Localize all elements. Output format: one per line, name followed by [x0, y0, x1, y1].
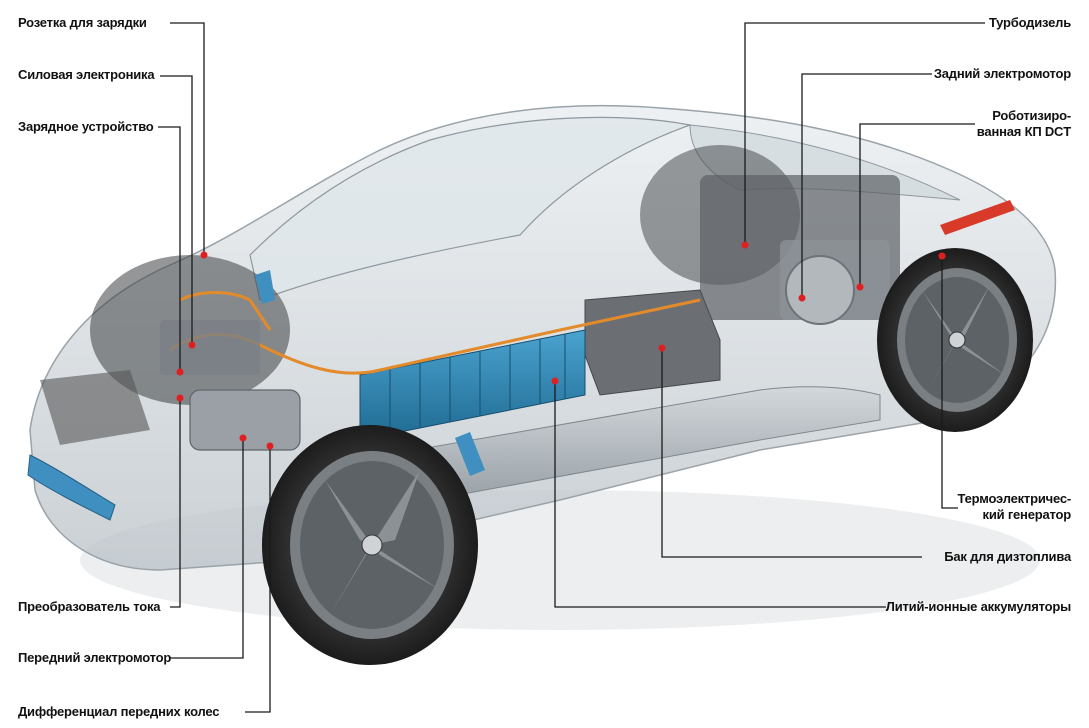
label-li-ion-batteries: Литий-ионные аккумуляторы [885, 599, 1071, 614]
label-power-electronics: Силовая электроника [18, 67, 155, 82]
label-charger: Зарядное устройство [18, 119, 154, 134]
label-current-converter: Преобразователь тока [18, 599, 161, 614]
label-front-motor: Передний электромотор [18, 650, 172, 665]
rear-motor-housing [785, 255, 855, 325]
rear-wheel [877, 248, 1033, 432]
marker-teg [938, 252, 946, 260]
marker-charging-socket [200, 251, 208, 259]
label-turbodiesel: Турбодизель [988, 15, 1071, 30]
mirror-marker [255, 270, 275, 304]
leader-li-ion [554, 381, 886, 608]
label-rear-motor: Задний электромотор [933, 66, 1071, 81]
label-dct-line1: Роботизиро- [992, 108, 1071, 123]
leader-rear-motor [801, 73, 932, 298]
marker-turbodiesel [741, 241, 749, 249]
rear-light-strip [940, 200, 1015, 235]
leader-front-differential [245, 446, 271, 713]
power-electronics-box [160, 320, 260, 375]
marker-front-differential [266, 442, 274, 450]
leader-charger [158, 126, 181, 372]
leader-diesel-tank [661, 348, 922, 558]
label-charging-socket: Розетка для зарядки [18, 15, 147, 30]
diesel-tank-shape [584, 289, 721, 396]
hv-cabling-front [179, 291, 272, 331]
label-teg-line1: Термоэлектричес- [957, 491, 1072, 506]
marker-front-motor [239, 434, 247, 442]
leader-charging-socket [170, 22, 205, 255]
marker-current-converter [176, 394, 184, 402]
label-dct-line2: ванная КП DCT [976, 124, 1071, 139]
marker-dct [856, 283, 864, 291]
label-front-differential: Дифференциал передних колес [18, 704, 220, 719]
callout-markers [176, 241, 946, 450]
marker-li-ion [551, 377, 559, 385]
leader-front-motor [170, 438, 244, 659]
leader-power-electronics [160, 75, 193, 345]
leader-teg [941, 256, 958, 509]
front-side-marker [455, 432, 485, 476]
leader-current-converter [170, 398, 181, 608]
leader-dct [859, 123, 975, 287]
marker-rear-motor [798, 294, 806, 302]
marker-diesel-tank [658, 344, 666, 352]
front-bumper [40, 370, 150, 445]
label-diesel-tank: Бак для дизтоплива [944, 549, 1071, 564]
front-motor-assembly [189, 389, 301, 451]
battery-pack [359, 329, 586, 441]
front-grille [27, 454, 116, 521]
marker-power-electronics [188, 341, 196, 349]
label-teg-line2: кий генератор [982, 507, 1072, 522]
front-wheel [262, 425, 478, 665]
leader-turbodiesel [744, 22, 985, 245]
leader-lines [158, 22, 985, 713]
marker-charger [176, 368, 184, 376]
